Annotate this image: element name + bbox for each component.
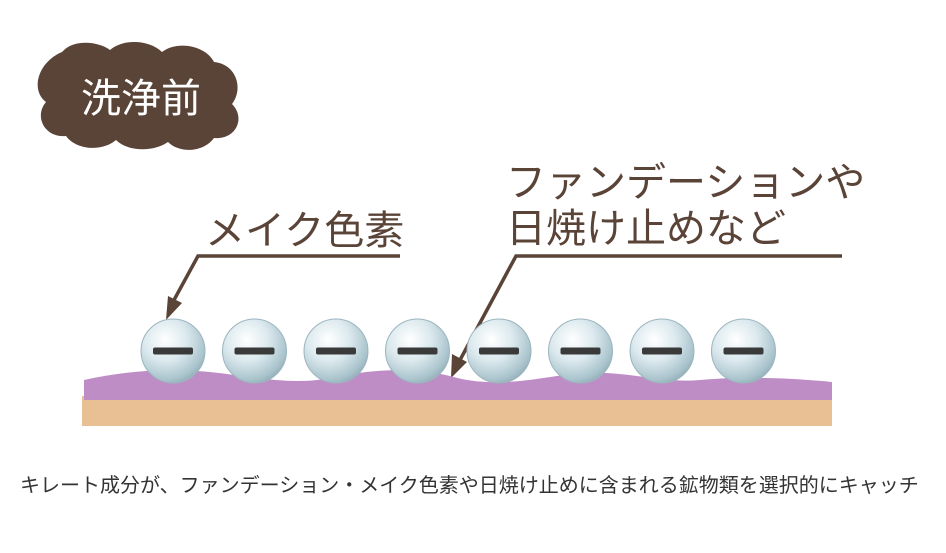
before-wash-badge: 洗浄前 [37, 41, 239, 150]
minus-icon [642, 347, 682, 355]
badge-cloud-shape [37, 41, 239, 150]
minus-icon [234, 347, 275, 355]
caption-text: キレート成分が、ファンデーション・メイク色素や日焼け止めに含まれる鉱物類を選択的… [20, 473, 919, 497]
minus-icon [560, 347, 601, 355]
badge-label: 洗浄前 [81, 76, 201, 122]
skin-base-layer [82, 396, 832, 426]
mineral-particle [140, 318, 206, 384]
foundation-label-line1: ファンデーションや [506, 160, 865, 206]
diagram-figure: 洗浄前 メイク色素 ファンデーションや 日焼け止めなど [37, 41, 865, 426]
skin-surface-layer [84, 370, 832, 400]
foundation-label-line2: 日焼け止めなど [506, 206, 786, 252]
makeup-arrowhead [166, 296, 182, 320]
mineral-particle [303, 318, 369, 384]
minus-icon [723, 347, 764, 355]
mineral-particle [466, 318, 532, 384]
foundation-arrowhead [451, 354, 467, 378]
minus-icon [316, 347, 356, 355]
minus-icon [479, 347, 519, 355]
mineral-particles [140, 318, 776, 384]
mineral-particle [629, 318, 695, 384]
mineral-particle [385, 318, 450, 384]
mineral-particle [548, 318, 613, 384]
minus-icon [153, 347, 193, 355]
foundation-pointer-arrow [458, 254, 842, 361]
mineral-particle [711, 318, 776, 384]
mineral-particle [222, 318, 287, 384]
minus-icon [397, 347, 438, 355]
makeup-pigment-label: メイク色素 [205, 208, 404, 254]
makeup-pointer-arrow [172, 254, 400, 301]
